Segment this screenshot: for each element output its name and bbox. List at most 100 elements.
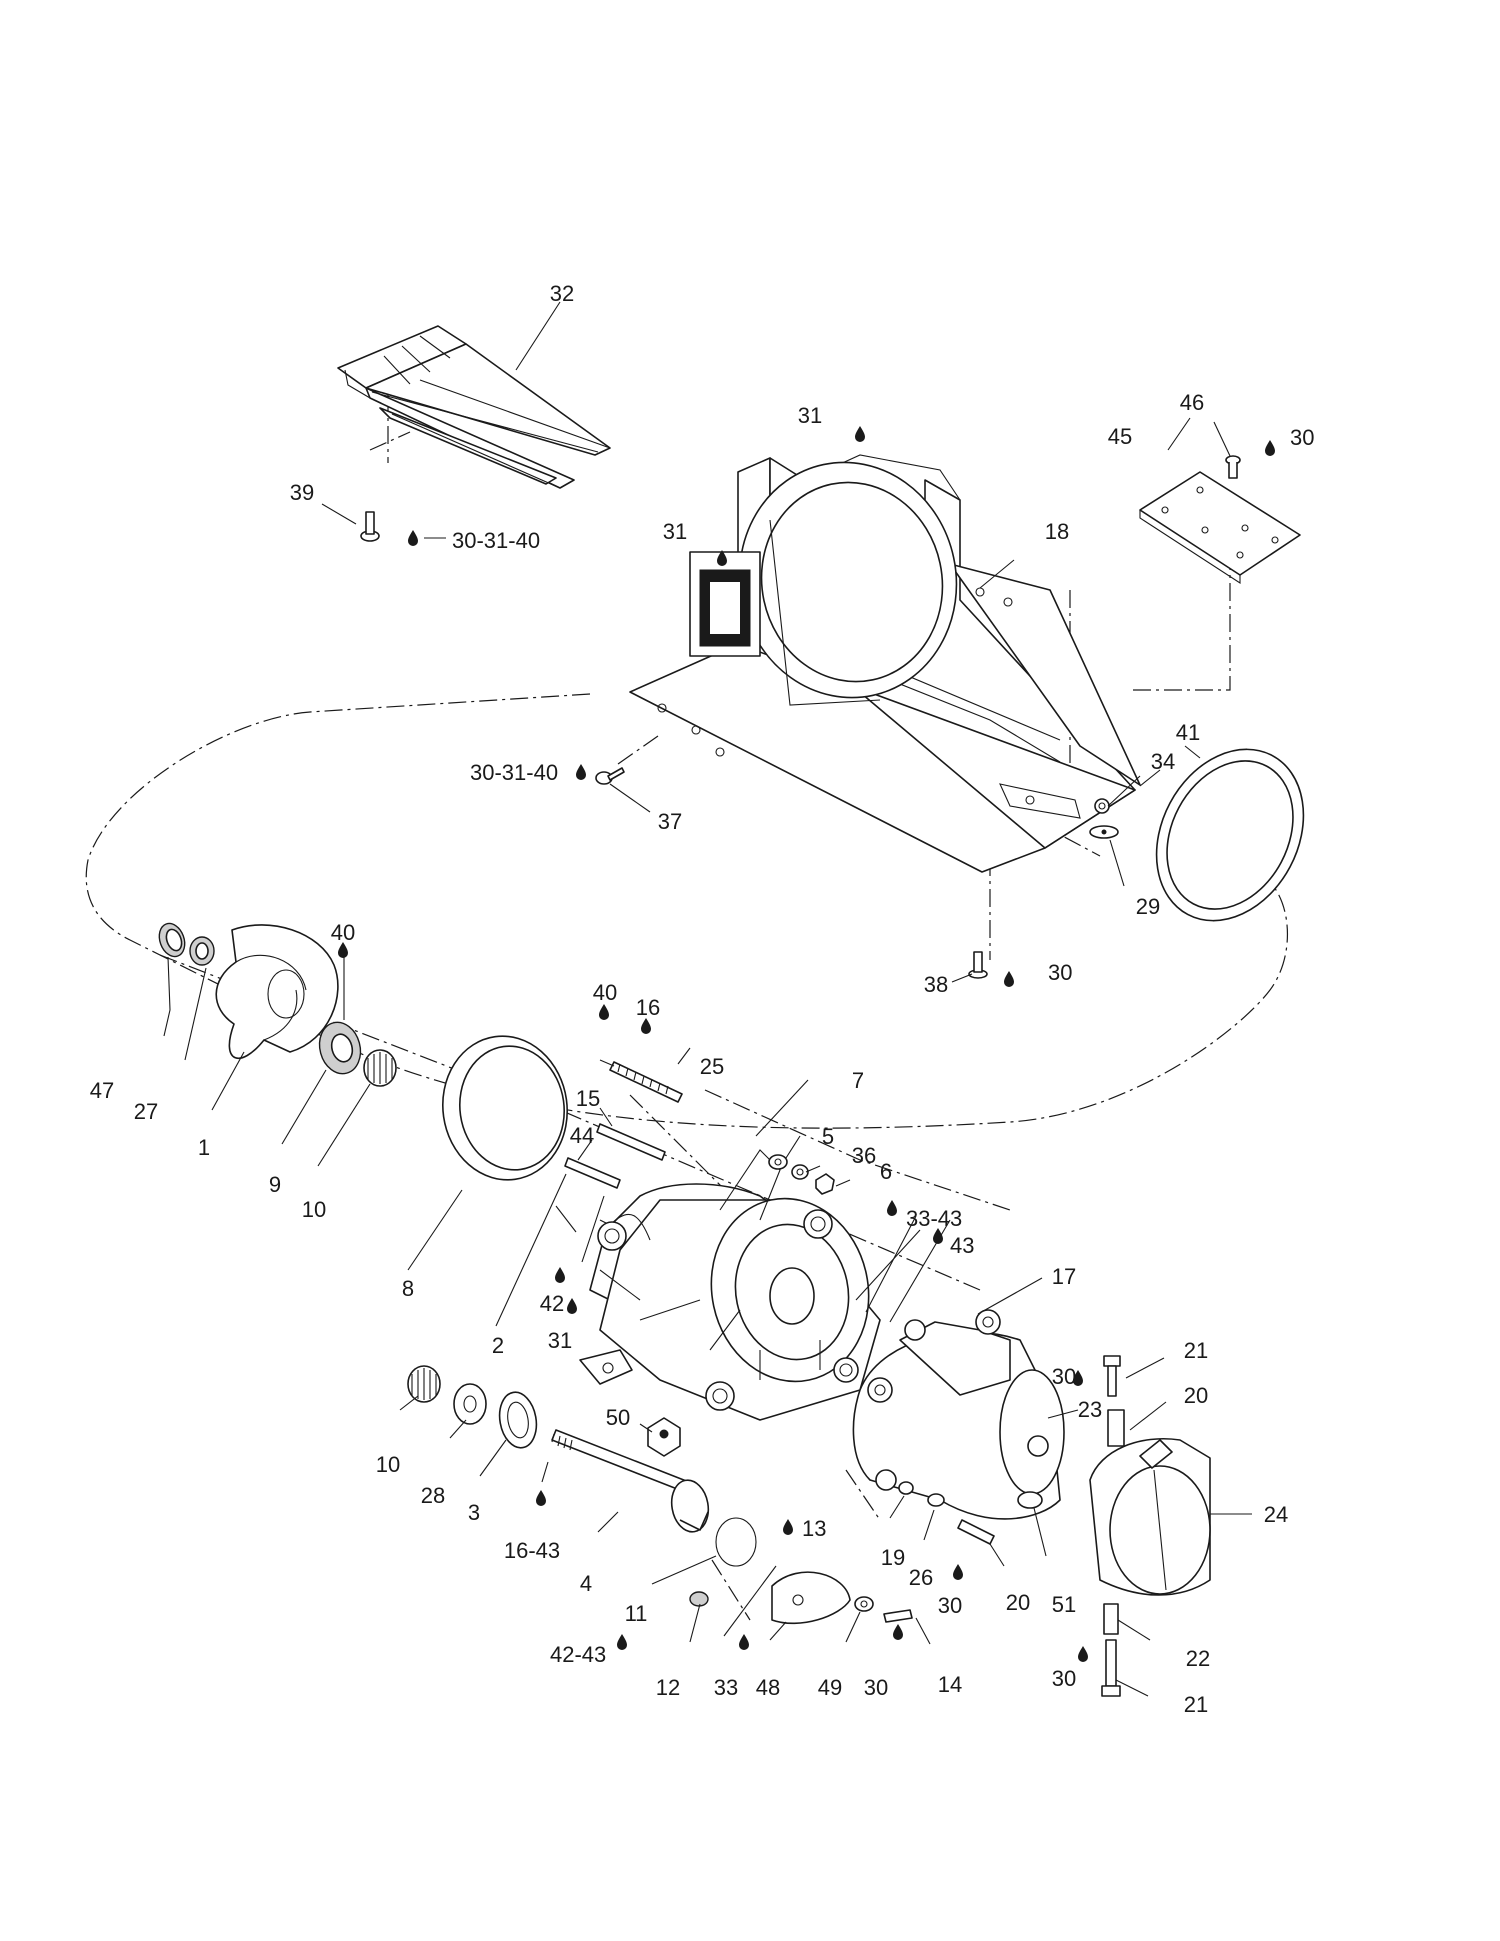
part-39-screw [360,511,380,542]
part-10b-needle-bearing [407,1365,441,1403]
callout-49: 49 [818,1675,842,1700]
callout-11: 11 [625,1601,648,1626]
part-10-needle-bearing [363,1049,397,1087]
callout-8: 8 [402,1276,414,1301]
part-27-sleeve [189,936,215,966]
callout-10-a: 10 [302,1197,326,1222]
part-11-oring [715,1517,757,1567]
callout-6: 6 [880,1159,892,1184]
callout-30-b: 30 [1048,960,1072,985]
part-49-washer [854,1596,874,1612]
part-12-plug [689,1591,709,1607]
callout-31-b: 31 [663,519,687,544]
part-45-plate [1139,471,1301,585]
callout-20-b: 20 [1006,1590,1030,1615]
part-37-screw [595,767,625,785]
callout-40-a: 40 [331,920,355,945]
callout-32: 32 [550,281,574,306]
part-8-wear-ring [441,1035,569,1181]
callout-43: 43 [950,1233,974,1258]
callout-labels: 32 39 30-31-40 31 31 18 46 45 30 41 34 3… [90,281,1315,1717]
callout-28: 28 [421,1483,445,1508]
callout-38: 38 [924,972,948,997]
callout-23: 23 [1078,1397,1102,1422]
leader-lines [163,301,1252,1697]
callout-44: 44 [570,1123,594,1148]
callout-51: 51 [1052,1592,1076,1617]
part-50-block [647,1417,681,1457]
part-44-stud [564,1157,621,1189]
callout-30-31-40-a: 30-31-40 [452,528,540,553]
part-1-impeller [215,924,339,1059]
callout-25: 25 [700,1054,724,1079]
part-14-screw [883,1609,913,1623]
part-5-washer [768,1154,788,1170]
part-32-intake-grate [337,325,611,489]
callout-20-a: 20 [1184,1383,1208,1408]
part-9-bearing [318,1021,362,1075]
callout-16: 16 [636,995,660,1020]
part-25-stud [609,1061,683,1103]
part-18-pump-support [629,454,1141,873]
callout-12: 12 [656,1675,680,1700]
part-20a-sleeve [1107,1409,1125,1447]
part-26-washer [927,1493,945,1507]
callout-22: 22 [1186,1646,1210,1671]
callout-45: 45 [1108,424,1132,449]
callout-30-f: 30 [1052,1666,1076,1691]
part-19-washer [898,1481,914,1495]
callout-31-a: 31 [798,403,822,428]
callout-47: 47 [90,1078,114,1103]
part-7-pump-housing [579,1149,881,1421]
part-20-bolt [957,1519,995,1545]
callout-39: 39 [290,480,314,505]
callout-46: 46 [1180,390,1204,415]
callout-36: 36 [852,1143,876,1168]
part-47-seal [158,922,186,958]
callout-4: 4 [580,1571,592,1596]
callout-21-a: 21 [1184,1338,1208,1363]
part-46-screw [1225,455,1241,479]
callout-9: 9 [269,1172,281,1197]
part-34-nut [1094,798,1110,814]
callout-2: 2 [492,1333,504,1358]
part-17-venturi [852,1309,1065,1520]
part-22-sleeve [1103,1603,1119,1635]
callout-24: 24 [1264,1502,1288,1527]
callout-16-43: 16-43 [504,1538,560,1563]
callout-31-c: 31 [548,1328,572,1353]
callout-41: 41 [1176,720,1200,745]
callout-27: 27 [134,1099,158,1124]
callout-14: 14 [938,1672,962,1697]
part-36-washer [791,1164,809,1180]
part-6-nut [815,1173,835,1195]
callout-10-b: 10 [376,1452,400,1477]
callout-37: 37 [658,809,682,834]
callout-17: 17 [1052,1264,1076,1289]
part-48-cover [771,1571,851,1625]
callout-34: 34 [1151,749,1175,774]
callout-18: 18 [1045,519,1069,544]
callout-33: 33 [714,1675,738,1700]
part-38-screw [968,951,988,979]
callout-5: 5 [822,1124,834,1149]
callout-40-b: 40 [593,980,617,1005]
callout-3: 3 [468,1500,480,1525]
part-21a-bolt [1103,1355,1121,1397]
part-51-bushing [1017,1491,1043,1509]
callout-42-43: 42-43 [550,1642,606,1667]
callout-7: 7 [852,1068,864,1093]
callout-21-b: 21 [1184,1692,1208,1717]
part-41-ring [1155,748,1305,922]
callout-29: 29 [1136,894,1160,919]
callout-30-31-40-b: 30-31-40 [470,760,558,785]
part-29-washer [1089,825,1119,839]
callout-30-c: 30 [1052,1364,1076,1389]
part-28-washer [453,1383,487,1425]
callout-50: 50 [606,1405,630,1430]
part-15-stud [596,1123,666,1161]
part-24-steering-nozzle [1089,1438,1211,1596]
callout-15: 15 [576,1086,600,1111]
callout-1: 1 [198,1135,210,1160]
